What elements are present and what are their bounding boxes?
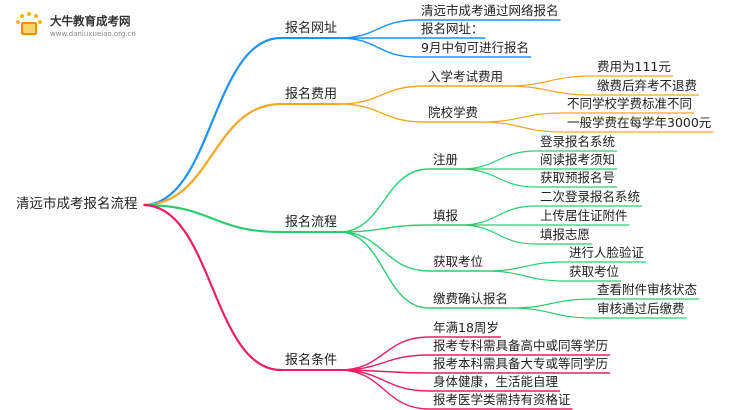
root-link [143,203,282,372]
leaf-link [460,224,537,245]
branch-link [339,103,425,123]
process-node: 缴费确认报名 [433,291,509,306]
logo-icon [14,10,44,40]
leaf-link [460,150,537,170]
process-leaf: 填报志愿 [540,227,591,242]
leaf-link [480,121,564,133]
branch-link [339,231,430,272]
branch-link [339,369,430,410]
leaf-link [485,261,566,272]
process-leaf: 审核通过后缴费 [597,301,685,316]
branch-requirements: 报名条件 [285,353,338,368]
brand-url: www.daniuxueiao.org.cn [50,30,136,38]
leaf-link [480,112,564,123]
leaf-link [460,205,537,226]
process-node: 获取考位 [433,254,484,269]
leaf-link [510,298,594,309]
fee-leaf: 费用为111元 [597,59,671,74]
leaf-link [485,270,566,282]
requirement-item: 报考医学类需持有资格证 [433,392,571,407]
branch-process: 报名流程 [285,215,338,230]
fee-node: 院校学费 [428,105,479,120]
process-leaf: 进行人脸验证 [569,245,645,260]
process-leaf: 获取预报名号 [540,170,616,185]
leaf-link [510,307,594,319]
branch-link [339,85,425,105]
branch-link [339,336,430,371]
branch-link [339,168,430,233]
leaf-link [505,75,594,87]
branch-link [339,354,430,371]
process-node: 注册 [433,152,459,167]
leaf-link [505,85,594,96]
branch-link [339,224,430,233]
process-node: 填报 [433,208,459,223]
requirement-item: 身体健康，生活能自理 [433,374,559,389]
root-node: 清远市成考报名流程 [16,196,138,212]
leaf-link [460,168,537,188]
process-leaf: 阅读报考须知 [540,152,616,167]
process-leaf: 二次登录报名系统 [540,189,641,204]
url-item: 清远市成考通过网络报名 [421,3,559,18]
branch-link [339,19,418,39]
process-leaf: 登录报名系统 [540,134,616,149]
branch-url: 报名网址 [285,21,338,36]
root-link [143,36,282,207]
fee-node: 入学考试费用 [428,69,504,84]
branch-link [339,231,430,309]
url-item: 9月中旬可进行报名 [421,40,529,55]
branch-fee: 报名费用 [285,87,338,102]
process-leaf: 获取考位 [569,264,620,279]
root-link [143,102,282,207]
branch-link [339,37,418,58]
fee-leaf: 缴费后弃考不退费 [597,78,698,93]
fee-leaf: 一般学费在每学年3000元 [567,115,712,130]
process-leaf: 上传居住证附件 [540,208,628,223]
root-link [143,203,282,234]
requirement-item: 报考专科需具备高中或同等学历 [433,338,609,353]
requirement-item: 年满18周岁 [433,320,499,335]
fee-leaf: 不同学校学费标准不同 [567,96,693,111]
process-leaf: 查看附件审核状态 [597,282,698,297]
requirement-item: 报考本科需具备大专或等同学历 [433,356,609,371]
brand-name: 大牛教育成考网 [50,14,131,28]
url-item: 报名网址： [421,21,484,36]
